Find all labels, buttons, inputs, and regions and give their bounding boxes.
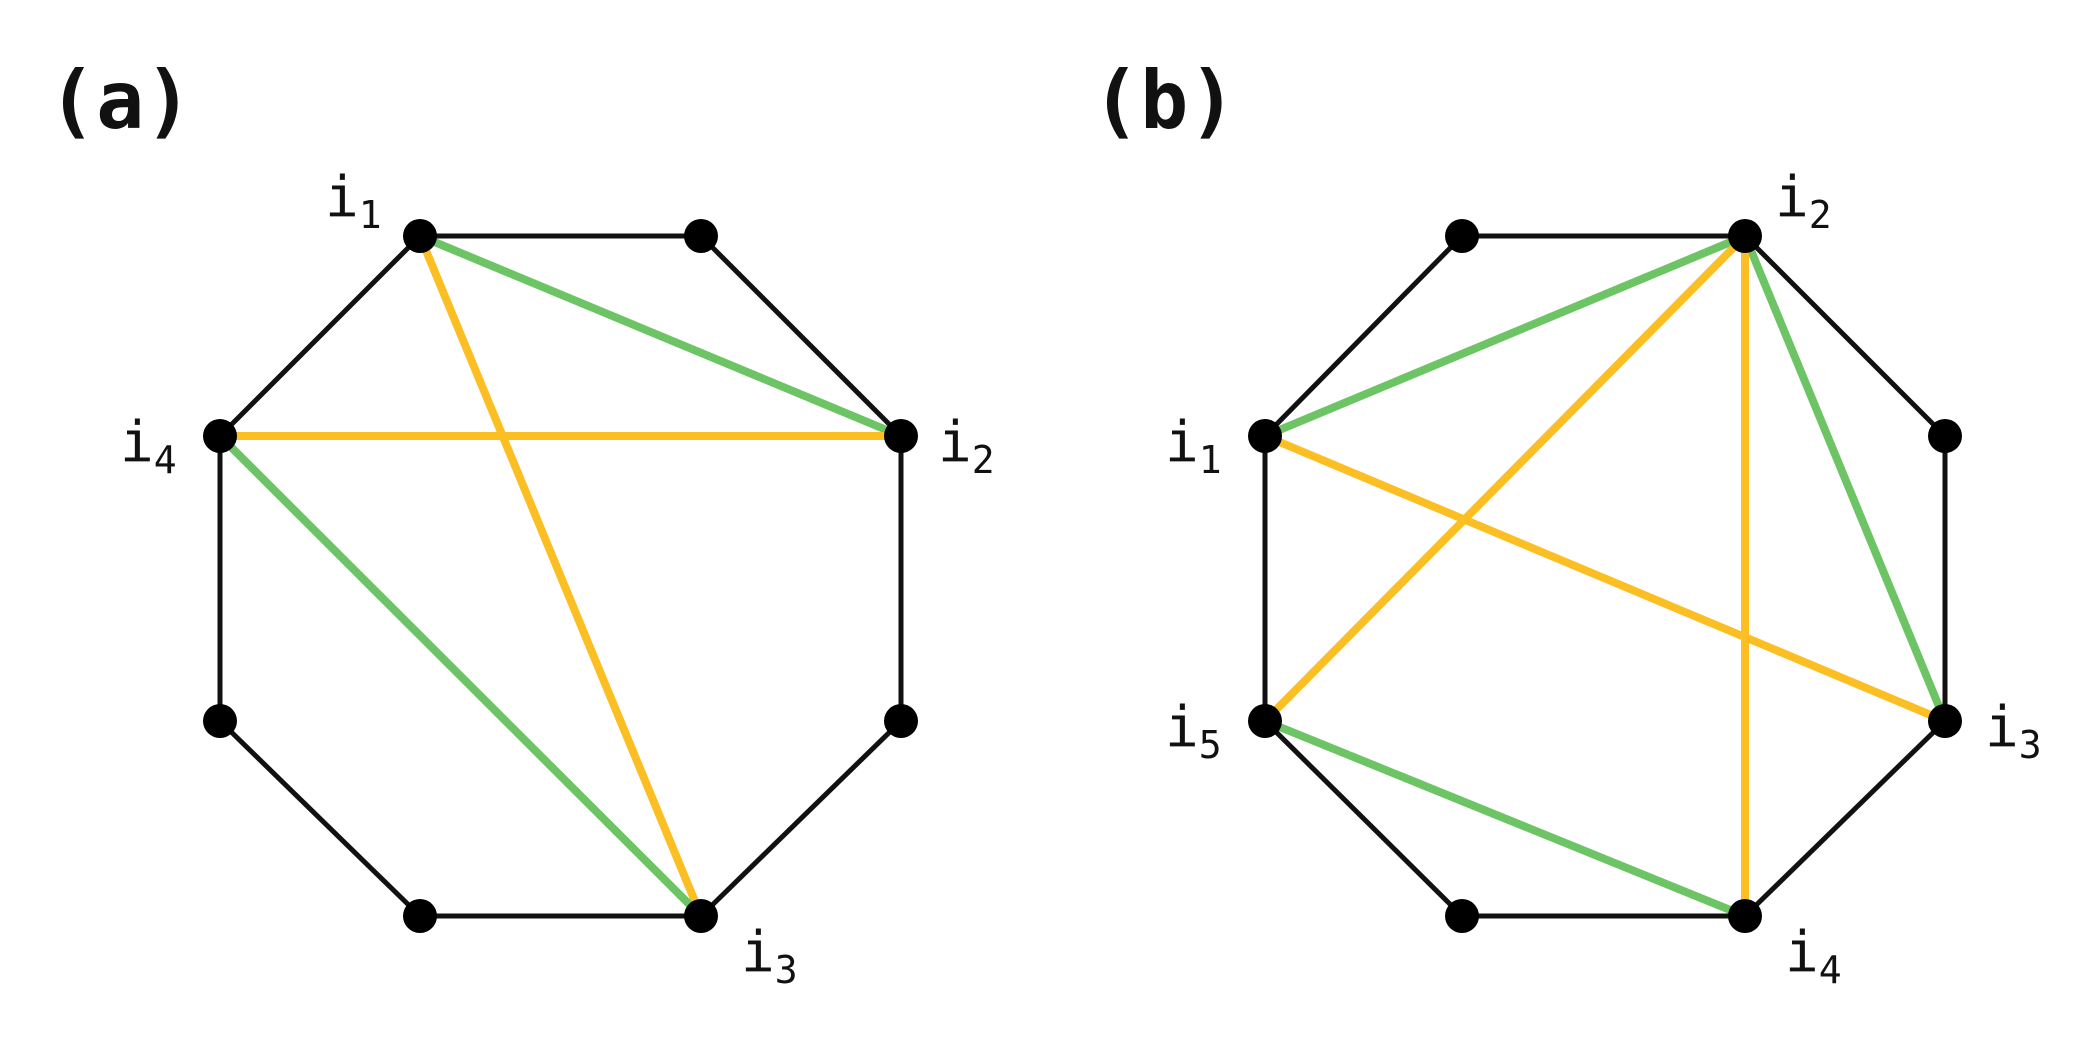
vertex-node [884,419,918,453]
vertex-node [403,899,437,933]
vertex-label-subscript: 4 [1819,948,1842,992]
vertex-label: i1 [325,165,382,237]
vertex-node [403,219,437,253]
vertex-node [1928,704,1962,738]
octagon-edge [1743,719,1947,918]
vertex-label-base: i [938,410,972,475]
vertex-node [884,704,918,738]
vertex-label-base: i [1775,165,1809,230]
vertex-label-base: i [1165,695,1199,760]
vertex-node [1248,419,1282,453]
vertex-node [684,219,718,253]
octagon-edge [1743,234,1947,438]
vertex-label-subscript: 4 [154,438,177,482]
vertex-label-subscript: 3 [775,948,798,992]
vertex-label-subscript: 2 [972,438,995,482]
green-chord [1261,717,1749,920]
vertex-label-subscript: 5 [1199,723,1222,767]
vertex-label: i2 [1775,165,1832,237]
panel-label: (a) [48,54,193,147]
vertex-node [1928,419,1962,453]
panel-label: (b) [1092,54,1237,147]
yellow-chord [416,232,705,920]
vertex-label: i1 [1165,410,1222,482]
vertex-node [1445,219,1479,253]
vertex-label-subscript: 2 [1809,193,1832,237]
octagon-edge [218,719,422,918]
vertex-label-base: i [1165,410,1199,475]
vertex-node [1445,899,1479,933]
vertex-label-subscript: 3 [2019,723,2042,767]
vertex-node [203,419,237,453]
vertex-label: i4 [120,410,177,482]
octagon-edge [1263,234,1464,438]
vertex-label-base: i [325,165,359,230]
octagon-edge [218,234,422,438]
vertex-label: i5 [1165,695,1222,767]
vertex-label-base: i [1785,920,1819,985]
green-chord [216,432,705,920]
octagon-edge [699,234,903,438]
vertex-node [203,704,237,738]
vertex-node [1728,899,1762,933]
yellow-chord [1261,232,1749,725]
yellow-chord [1261,432,1949,725]
green-chord [1261,232,1749,440]
octagon-edge [699,719,903,918]
vertex-label-subscript: 1 [1199,438,1222,482]
vertex-node [1728,219,1762,253]
vertex-label-base: i [741,920,775,985]
vertex-node [1248,704,1282,738]
vertex-label: i2 [938,410,995,482]
green-chord [416,232,905,440]
vertex-label-base: i [1985,695,2019,760]
green-chord [1741,232,1949,725]
octagon-edge [1263,719,1464,918]
vertex-label: i4 [1785,920,1842,992]
vertex-label: i3 [741,920,798,992]
vertex-label-base: i [120,410,154,475]
vertex-label: i3 [1985,695,2042,767]
vertex-node [684,899,718,933]
vertex-label-subscript: 1 [359,193,382,237]
